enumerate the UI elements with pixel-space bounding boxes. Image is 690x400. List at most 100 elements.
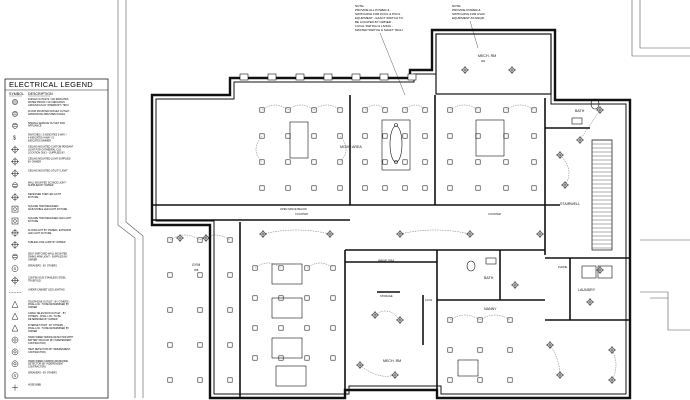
recessed-light-icon <box>507 347 513 353</box>
recessed-light-icon <box>252 355 258 361</box>
svg-text:EQUIPMENT - EXACT SWITCH TO: EQUIPMENT - EXACT SWITCH TO <box>355 16 404 20</box>
legend-col-symbol: SYMBOL <box>9 92 24 96</box>
smoke-icon <box>11 336 19 344</box>
recessed-light-icon <box>447 159 453 165</box>
label-open-space-below: OPEN SPACE BELOW <box>280 207 307 211</box>
speakers-icon: S <box>11 265 19 272</box>
recessed-light-icon <box>382 159 388 165</box>
recessed-light-icon <box>531 185 537 191</box>
recessed-light-icon <box>304 265 310 271</box>
duplex-icon <box>12 99 18 105</box>
legend-row-internet: INTERNET PORT - BY OTHERS -FINAL LOC. TO… <box>11 324 69 333</box>
heat-icon <box>11 348 19 356</box>
recessed-light-icon <box>477 317 483 323</box>
label-counter-2: COUNTER <box>488 212 501 216</box>
svg-text:EQUIPMENT AS REQD.: EQUIPMENT AS REQD. <box>452 16 485 20</box>
wall-fixture-icon <box>12 253 18 260</box>
legend-title: ELECTRICAL LEGEND <box>9 80 93 89</box>
recessed-light-icon <box>337 107 343 113</box>
recessed-light-icon <box>167 342 173 348</box>
table-lamp-icon <box>11 240 19 249</box>
svg-text:LOCAL SWITCH & LIVING -: LOCAL SWITCH & LIVING - <box>355 24 393 28</box>
recessed-light-icon <box>422 107 428 113</box>
recessed-light-icon <box>197 237 203 243</box>
recessed-light-icon <box>447 347 453 353</box>
recessed-light-icon <box>311 185 317 191</box>
recessed-light-icon <box>227 342 233 348</box>
legend-description: UNDER CABINET LED LIGHTING <box>28 288 65 291</box>
recessed-light-icon <box>402 159 408 165</box>
svg-text:BE LOCATED BY OWNER -: BE LOCATED BY OWNER - <box>355 20 393 24</box>
recessed-light-icon <box>503 159 509 165</box>
recessed-light-icon <box>422 133 428 139</box>
room-mech-bottom: MECH. RM <box>383 359 401 363</box>
recessed-light-icon <box>402 133 408 139</box>
recessed-light-icon <box>304 295 310 301</box>
recessed-light-icon <box>362 159 368 165</box>
floor-outlet-icon <box>12 111 18 117</box>
legend-row-hose-bib: HOSE BIBB <box>12 384 41 391</box>
legend-description: TABLE/FLOOR LAMP, BY OWNER <box>28 241 66 244</box>
utility-light-icon <box>11 169 19 178</box>
legend-description: TELEPHONE OUTLET - BY OTHERS -FINAL LOC.… <box>28 300 70 309</box>
recessed-light-icon <box>447 317 453 323</box>
note-pool-equipment: NOTE: PROVIDE ALL POWER & SWITCHING FOR … <box>355 4 406 96</box>
step-light-icon <box>11 193 19 202</box>
recessed-light-icon <box>259 185 265 191</box>
recessed-light-icon <box>227 377 233 383</box>
recessed-light-icon <box>422 159 428 165</box>
recessed-light-icon <box>507 317 513 323</box>
recessed-light-icon <box>382 107 388 113</box>
electrical-legend: ELECTRICAL LEGEND SYMBOL DESCRIPTION DUP… <box>4 78 109 399</box>
svg-text:PROVIDE ALL POWER &: PROVIDE ALL POWER & <box>355 8 389 12</box>
recessed-light-icon <box>337 133 343 139</box>
legend-description: SWITCHES / 3 INDICATES 3-WAY /4 INDICATE… <box>28 134 67 143</box>
hose-bib-icon <box>12 384 18 391</box>
room-laundry: LAUNDRY <box>578 288 596 292</box>
ceiling-light-icon <box>556 371 564 379</box>
legend-row-utility-light: CEILING MOUNTED UTILITY LIGHT <box>11 169 68 178</box>
recessed-light-icon <box>475 185 481 191</box>
stairwell-treads <box>591 139 613 251</box>
recessed-light-icon <box>382 133 388 139</box>
legend-row-wall-sconce: WALL MOUNTED SCONCE LIGHT -SUPPLIED BY O… <box>12 181 67 189</box>
recessed-light-icon <box>503 107 509 113</box>
legend-description: SPEAKERS - BY OTHERS <box>28 372 57 375</box>
room-area: AREA <box>352 145 362 149</box>
recessed-light-icon <box>503 185 509 191</box>
svg-text:SWITCHING FOR POOL & POOL: SWITCHING FOR POOL & POOL <box>355 12 401 16</box>
room-storage: STORAGE <box>380 294 393 298</box>
legend-row-telephone: TELEPHONE OUTLET - BY OTHERS -FINAL LOC.… <box>11 300 70 309</box>
recessed-light-icon <box>330 325 336 331</box>
room-bath-top: BATH <box>575 109 585 113</box>
recessed-light-icon <box>447 185 453 191</box>
recessed-light-icon <box>531 133 537 139</box>
recessed-light-icon <box>278 325 284 331</box>
recessed-light-icon <box>447 107 453 113</box>
recessed-light-icon <box>197 272 203 278</box>
legend-col-description: DESCRIPTION <box>28 92 53 96</box>
interior-walls <box>152 95 630 398</box>
recessed-light-icon <box>259 133 265 139</box>
square-recessed-icon <box>11 205 19 213</box>
ceiling-light-icon <box>461 66 469 74</box>
recessed-light-icon <box>167 237 173 243</box>
